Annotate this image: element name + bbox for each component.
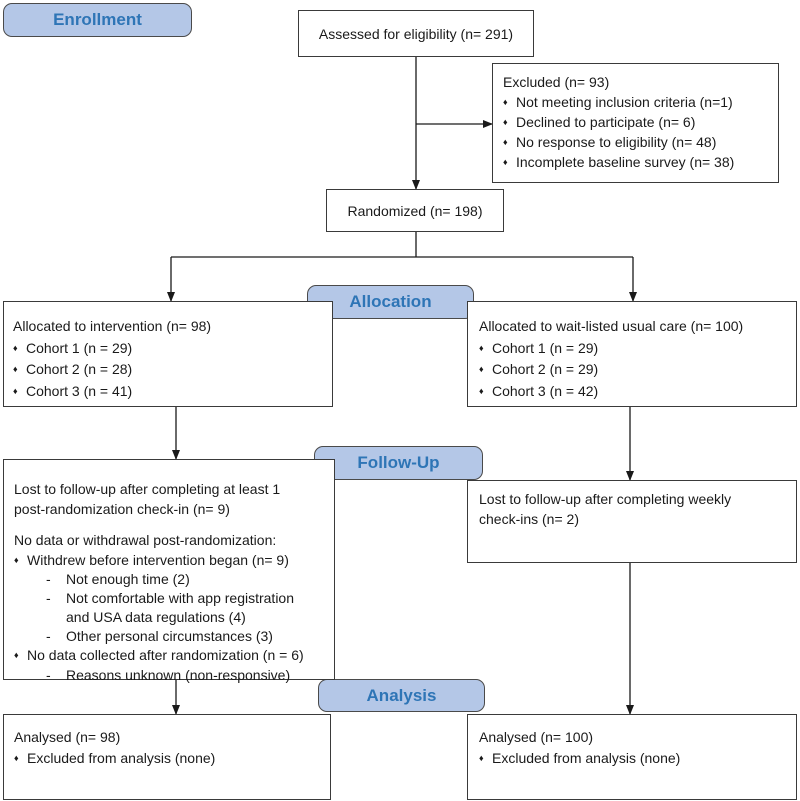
intervention-followup-box: Lost to follow-up after completing at le… [3,459,335,685]
intervention-allocation-title: Allocated to intervention (n= 98) [13,318,212,334]
excluded-box: Excluded (n= 93) Not meeting inclusion c… [492,63,779,183]
excluded-item: Incomplete baseline survey (n= 38) [503,152,768,172]
stage-label-allocation-text: Allocation [349,292,432,311]
withdrew-item: Withdrew before intervention began (n= 9… [14,551,326,571]
no-data-heading: No data or withdrawal post-randomization… [14,532,277,548]
waitlist-lost-line-1: Lost to follow-up after completing weekl… [479,491,732,507]
intervention-cohort: Cohort 3 (n = 41) [13,381,324,403]
intervention-allocation-box: Allocated to intervention (n= 98) Cohort… [3,301,333,407]
stage-label-analysis: Analysis [318,679,485,712]
waitlist-analysis-box: Analysed (n= 100) Excluded from analysis… [467,714,797,800]
intervention-analysed-title: Analysed (n= 98) [14,729,121,745]
intervention-analysis-box: Analysed (n= 98) Excluded from analysis … [3,714,331,800]
randomized-text: Randomized (n= 198) [347,202,483,219]
excluded-item: Not meeting inclusion criteria (n=1) [503,92,768,112]
intervention-excluded-from-analysis: Excluded from analysis (none) [14,748,322,769]
withdrew-reason: Not enough time (2) [14,570,326,589]
stage-label-enrollment: Enrollment [3,3,192,37]
withdrew-reason: Not comfortable with app registration an… [14,589,316,627]
excluded-title: Excluded (n= 93) [503,74,610,90]
stage-label-follow-up-text: Follow-Up [357,453,440,472]
intervention-cohort: Cohort 1 (n = 29) [13,338,324,360]
waitlist-cohort: Cohort 2 (n = 29) [479,359,788,381]
no-data-item: No data collected after randomization (n… [14,646,326,666]
waitlist-allocation-box: Allocated to wait-listed usual care (n= … [467,301,797,407]
assessed-box: Assessed for eligibility (n= 291) [298,10,534,57]
stage-label-analysis-text: Analysis [366,685,437,705]
intervention-lost-line-2: post-randomization check-in (n= 9) [14,500,230,517]
intervention-lost-line-1: Lost to follow-up after completing at le… [14,481,281,497]
waitlist-cohort: Cohort 1 (n = 29) [479,338,788,360]
waitlist-followup-box: Lost to follow-up after completing weekl… [467,480,797,563]
withdrew-reason: Other personal circumstances (3) [14,627,326,646]
assessed-text: Assessed for eligibility (n= 291) [318,25,514,42]
waitlist-excluded-from-analysis: Excluded from analysis (none) [479,748,788,769]
waitlist-cohort: Cohort 3 (n = 42) [479,381,788,403]
randomized-box: Randomized (n= 198) [326,189,504,232]
excluded-item: Declined to participate (n= 6) [503,112,768,132]
excluded-item: No response to eligibility (n= 48) [503,132,768,152]
stage-label-enrollment-text: Enrollment [53,10,142,29]
no-data-reason: Reasons unknown (non-responsive) [14,666,326,685]
intervention-cohort: Cohort 2 (n = 28) [13,359,324,381]
waitlist-allocation-title: Allocated to wait-listed usual care (n= … [479,318,744,334]
waitlist-analysed-title: Analysed (n= 100) [479,729,594,745]
stage-label-follow-up: Follow-Up [314,446,483,480]
waitlist-lost-line-2: check-ins (n= 2) [479,511,579,527]
